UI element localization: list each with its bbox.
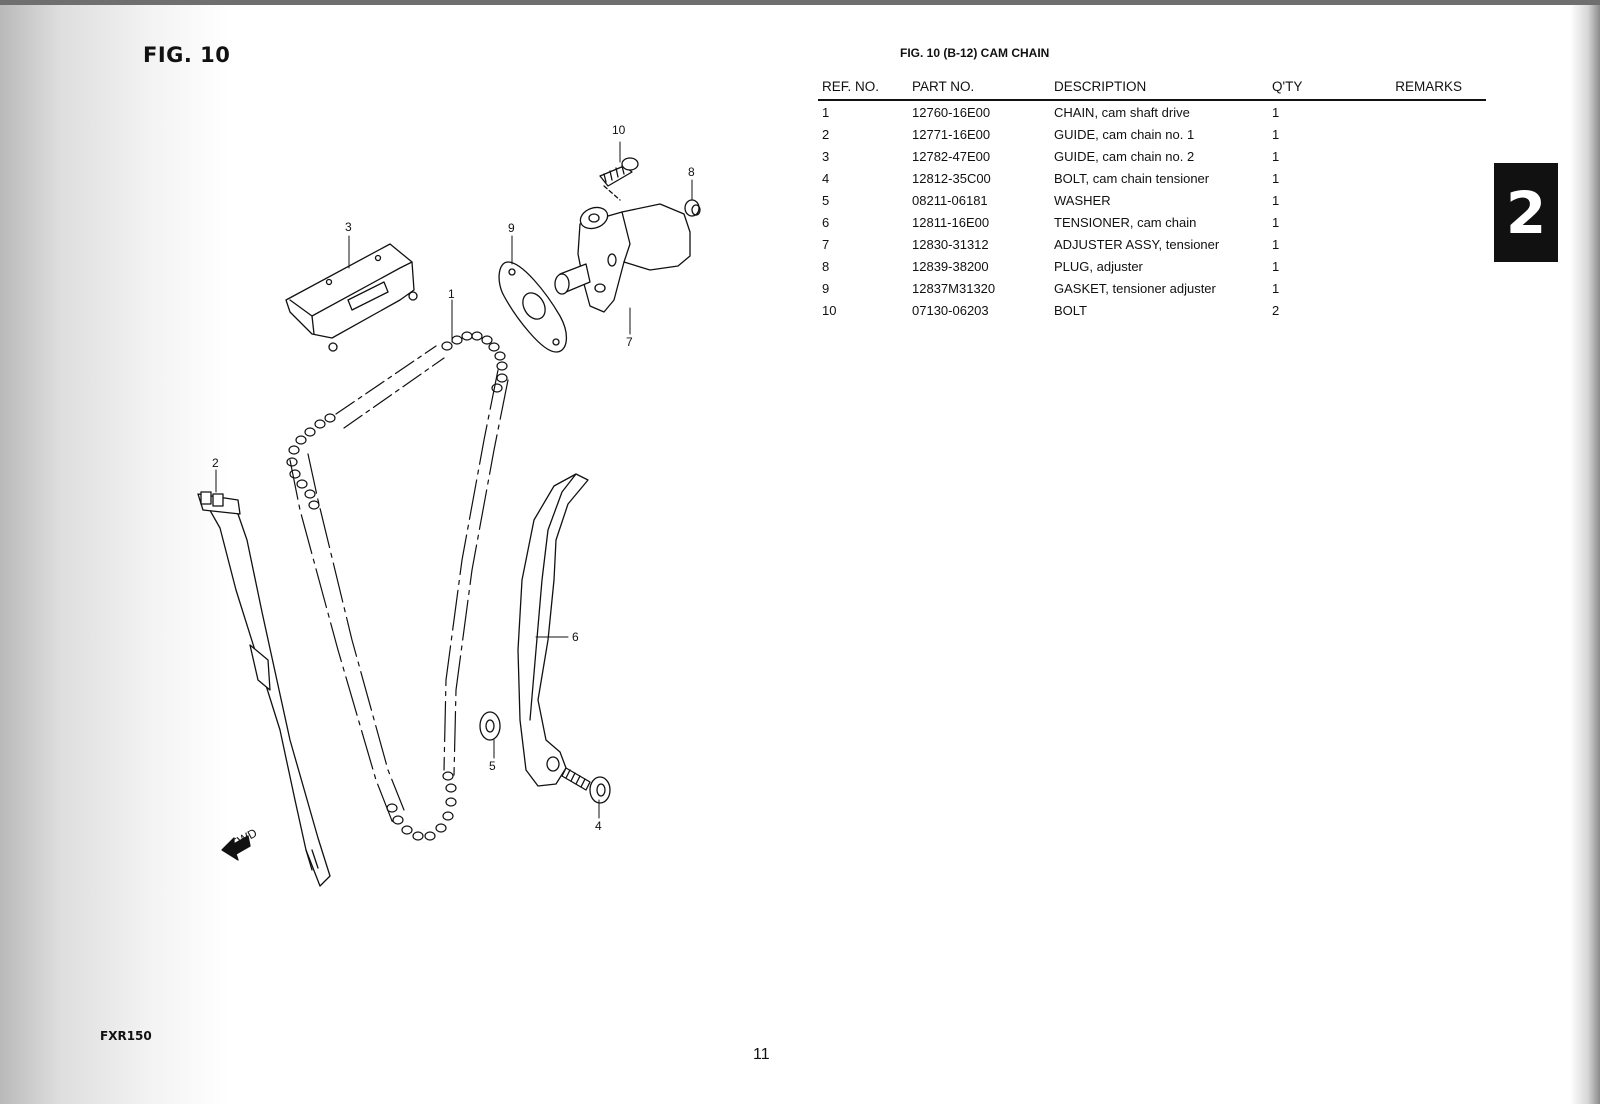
header-remarks: REMARKS (1352, 75, 1486, 101)
part-10-bolt (599, 157, 639, 201)
cell-description: WASHER (1054, 192, 1111, 208)
cell-part: 12830-31312 (912, 236, 989, 252)
page-top-edge (0, 0, 1600, 5)
cell-ref: 9 (822, 280, 830, 296)
table-row: 5 08211-06181 WASHER 1 (818, 189, 1486, 211)
cell-description: CHAIN, cam shaft drive (1054, 104, 1190, 120)
callout-9: 9 (508, 221, 515, 235)
header-qty: Q'TY (1268, 75, 1352, 101)
page-number: 11 (753, 1046, 770, 1063)
cell-description: GUIDE, cam chain no. 1 (1054, 126, 1195, 142)
model-code: FXR150 (100, 1029, 152, 1043)
cell-description: GUIDE, cam chain no. 2 (1054, 148, 1195, 164)
header-ref-no: REF. NO. (818, 75, 908, 101)
cell-qty: 1 (1272, 192, 1280, 208)
cell-qty: 1 (1272, 236, 1280, 252)
binding-shadow (1570, 0, 1600, 1104)
cell-ref: 1 (822, 104, 830, 120)
cell-part: 12812-35C00 (912, 170, 991, 186)
parts-table: REF. NO. PART NO. DESCRIPTION Q'TY REMAR… (818, 75, 1486, 321)
figure-title: FIG. 10 (143, 43, 231, 67)
cell-qty: 1 (1272, 280, 1280, 296)
callout-3: 3 (345, 220, 352, 234)
header-part-no: PART NO. (908, 75, 1050, 101)
cell-qty: 1 (1272, 104, 1280, 120)
callout-leaders (215, 141, 693, 819)
table-row: 8 12839-38200 PLUG, adjuster 1 (818, 255, 1486, 277)
cell-qty: 2 (1272, 302, 1280, 318)
part-7-tensioner-adjuster (554, 203, 691, 313)
cell-description: TENSIONER, cam chain (1054, 214, 1197, 230)
callout-7: 7 (626, 335, 633, 349)
part-4-bolt (561, 767, 611, 804)
cell-ref: 10 (822, 302, 837, 318)
chain-links-top (441, 331, 508, 393)
part-3-chain-guide-2 (285, 243, 418, 352)
chain-links-bottom (386, 771, 457, 841)
cell-description: GASKET, tensioner adjuster (1054, 280, 1216, 296)
table-row: 10 07130-06203 BOLT 2 (818, 299, 1486, 321)
parts-table-title: FIG. 10 (B-12) CAM CHAIN (900, 46, 1050, 60)
table-row: 1 12760-16E00 CHAIN, cam shaft drive 1 (818, 100, 1486, 123)
cell-qty: 1 (1272, 148, 1280, 164)
cell-part: 12839-38200 (912, 258, 989, 274)
cell-part: 07130-06203 (912, 302, 989, 318)
callout-1: 1 (448, 287, 455, 301)
table-row: 2 12771-16E00 GUIDE, cam chain no. 1 1 (818, 123, 1486, 145)
cell-ref: 8 (822, 258, 830, 274)
table-row: 3 12782-47E00 GUIDE, cam chain no. 2 1 (818, 145, 1486, 167)
cell-description: PLUG, adjuster (1054, 258, 1143, 274)
cell-part: 12782-47E00 (912, 148, 991, 164)
callout-2: 2 (212, 456, 219, 470)
table-row: 4 12812-35C00 BOLT, cam chain tensioner 1 (818, 167, 1486, 189)
table-row: 9 12837M31320 GASKET, tensioner adjuster 1 (818, 277, 1486, 299)
header-description: DESCRIPTION (1050, 75, 1268, 101)
cell-qty: 1 (1272, 170, 1280, 186)
parts-table-header: REF. NO. PART NO. DESCRIPTION Q'TY REMAR… (818, 75, 1486, 101)
cell-description: BOLT, cam chain tensioner (1054, 170, 1210, 186)
cell-qty: 1 (1272, 214, 1280, 230)
cell-qty: 1 (1272, 126, 1280, 142)
part-9-gasket (498, 261, 567, 353)
part-5-washer (479, 711, 501, 741)
cell-ref: 3 (822, 148, 830, 164)
part-2-chain-guide-1 (197, 491, 331, 887)
cell-description: BOLT (1054, 302, 1087, 318)
callout-6: 6 (572, 630, 579, 644)
cell-qty: 1 (1272, 258, 1280, 274)
part-8-plug (684, 199, 701, 217)
cell-part: 08211-06181 (912, 192, 988, 208)
callout-10: 10 (612, 123, 626, 137)
callout-5: 5 (489, 759, 496, 773)
cell-part: 12811-16E00 (912, 214, 990, 230)
cell-ref: 5 (822, 192, 830, 208)
cell-part: 12760-16E00 (912, 104, 991, 120)
table-row: 7 12830-31312 ADJUSTER ASSY, tensioner 1 (818, 233, 1486, 255)
callout-8: 8 (688, 165, 695, 179)
front-direction-arrow: FWD (221, 826, 260, 861)
part-1-cam-chain (286, 331, 509, 841)
chain-links-left (286, 413, 336, 510)
cell-ref: 2 (822, 126, 830, 142)
cell-ref: 6 (822, 214, 830, 230)
cell-description: ADJUSTER ASSY, tensioner (1054, 236, 1220, 252)
cell-ref: 7 (822, 236, 830, 252)
cell-part: 12771-16E00 (912, 126, 991, 142)
cell-ref: 4 (822, 170, 830, 186)
callout-labels: 1 2 3 4 5 6 7 8 9 10 (212, 123, 695, 833)
cell-part: 12837M31320 (912, 280, 996, 296)
callout-4: 4 (595, 819, 602, 833)
table-row: 6 12811-16E00 TENSIONER, cam chain 1 (818, 211, 1486, 233)
section-tab: 2 (1494, 163, 1558, 262)
